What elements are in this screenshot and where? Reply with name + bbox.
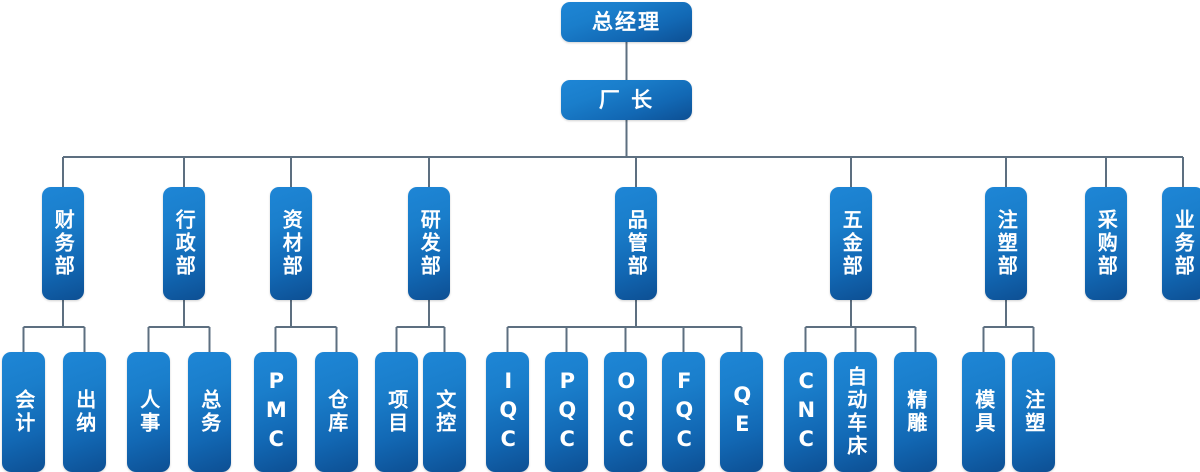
node-仓库[interactable]: 仓库 — [315, 352, 358, 472]
node-label: IQC — [496, 368, 521, 456]
node-label: 五金部 — [839, 209, 864, 278]
node-label: 出纳 — [72, 389, 97, 435]
node-注塑部[interactable]: 注塑部 — [985, 187, 1027, 300]
node-cnc[interactable]: CNC — [784, 352, 827, 472]
node-品管部[interactable]: 品管部 — [615, 187, 657, 300]
node-label: 注塑 — [1021, 389, 1046, 435]
node-oqc[interactable]: OQC — [604, 352, 647, 472]
node-label: 总经理 — [592, 9, 661, 34]
node-label: 业务部 — [1171, 209, 1196, 278]
node-自动车床[interactable]: 自动车床 — [834, 352, 877, 472]
node-项目[interactable]: 项目 — [375, 352, 418, 472]
node-label: QE — [730, 383, 755, 441]
node-label: 项目 — [384, 389, 409, 435]
node-label: 财务部 — [51, 209, 76, 278]
node-label: 自动车床 — [843, 366, 868, 458]
node-行政部[interactable]: 行政部 — [163, 187, 205, 300]
node-label: 品管部 — [624, 209, 649, 278]
node-qe[interactable]: QE — [720, 352, 763, 472]
node-pqc[interactable]: PQC — [545, 352, 588, 472]
node-五金部[interactable]: 五金部 — [830, 187, 872, 300]
node-总经理[interactable]: 总经理 — [561, 2, 692, 42]
node-label: OQC — [614, 368, 639, 456]
node-采购部[interactable]: 采购部 — [1085, 187, 1127, 300]
node-label: CNC — [794, 368, 819, 456]
node-label: 模具 — [971, 389, 996, 435]
node-label: 资材部 — [279, 209, 304, 278]
node-label: FQC — [672, 368, 697, 456]
node-研发部[interactable]: 研发部 — [408, 187, 450, 300]
node-label: 注塑部 — [994, 209, 1019, 278]
node-label: 研发部 — [417, 209, 442, 278]
node-label: 厂 长 — [598, 87, 655, 112]
node-文控[interactable]: 文控 — [423, 352, 466, 472]
node-label: PMC — [264, 368, 289, 456]
node-财务部[interactable]: 财务部 — [42, 187, 84, 300]
node-模具[interactable]: 模具 — [962, 352, 1005, 472]
node-出纳[interactable]: 出纳 — [63, 352, 106, 472]
node-iqc[interactable]: IQC — [486, 352, 529, 472]
node-fqc[interactable]: FQC — [662, 352, 705, 472]
node-业务部[interactable]: 业务部 — [1162, 187, 1200, 300]
node-pmc[interactable]: PMC — [254, 352, 297, 472]
node-总务[interactable]: 总务 — [188, 352, 231, 472]
node-人事[interactable]: 人事 — [127, 352, 170, 472]
node-label: 精雕 — [903, 389, 928, 435]
node-label: 采购部 — [1094, 209, 1119, 278]
node-注塑[interactable]: 注塑 — [1012, 352, 1055, 472]
node-label: 文控 — [432, 389, 457, 435]
node-label: 行政部 — [172, 209, 197, 278]
node-会计[interactable]: 会计 — [2, 352, 45, 472]
node-label: 仓库 — [324, 389, 349, 435]
node-资材部[interactable]: 资材部 — [270, 187, 312, 300]
node-label: 人事 — [136, 389, 161, 435]
node-label: 会计 — [11, 389, 36, 435]
node-label: PQC — [555, 368, 580, 456]
node-精雕[interactable]: 精雕 — [894, 352, 937, 472]
node-厂长[interactable]: 厂 长 — [561, 80, 692, 120]
node-label: 总务 — [197, 389, 222, 435]
